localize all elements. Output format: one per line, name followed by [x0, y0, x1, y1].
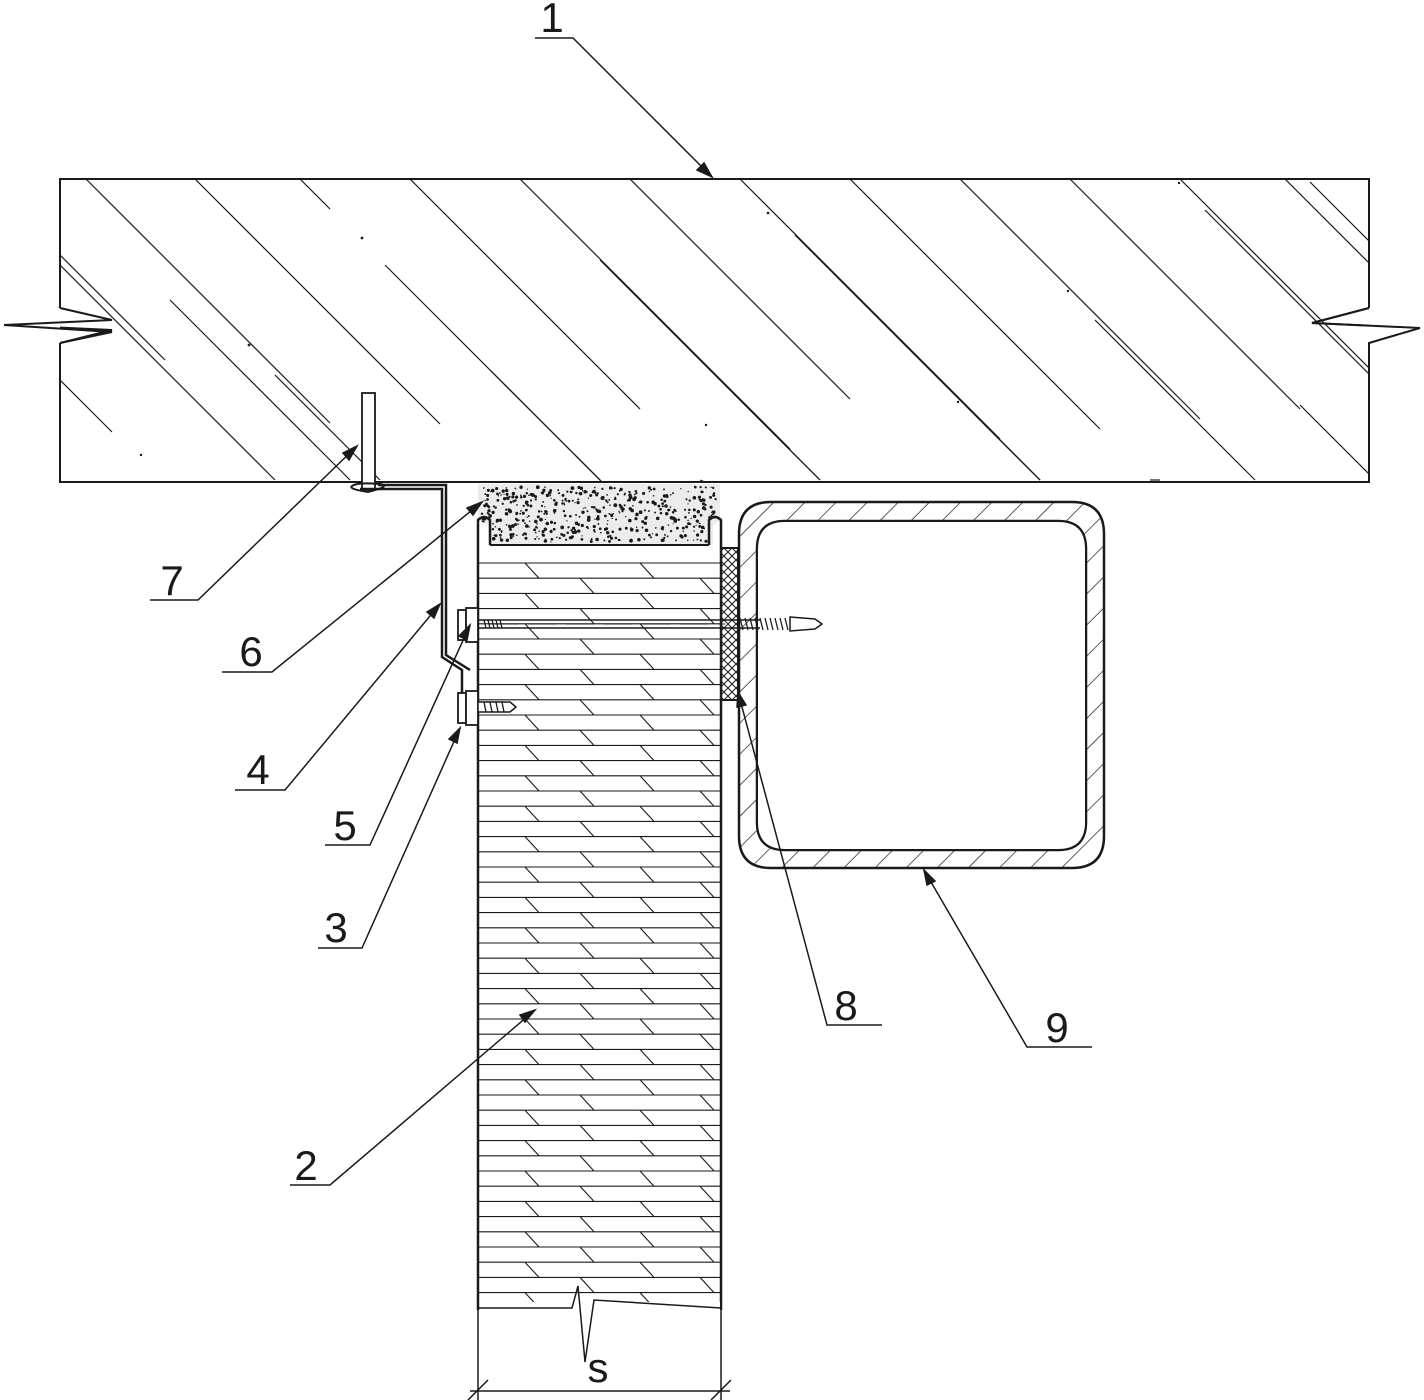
callout-6: 6	[239, 628, 262, 675]
leader-lines	[150, 37, 1092, 1186]
dimension-label: s	[588, 1344, 609, 1391]
callout-8: 8	[834, 982, 857, 1029]
callout-9: 9	[1045, 1004, 1068, 1051]
callout-2: 2	[294, 1142, 317, 1189]
callout-5: 5	[333, 802, 356, 849]
sandwich-panel	[476, 515, 723, 1363]
short-screw	[457, 690, 518, 726]
panel-core-lines	[478, 562, 721, 1309]
callout-1: 1	[540, 0, 563, 41]
callout-4: 4	[246, 746, 269, 793]
concrete-slab	[0, 178, 1424, 483]
sealant-fill	[478, 484, 720, 545]
z-bracket	[360, 483, 476, 720]
anchor-bolt	[350, 392, 385, 493]
long-screw	[457, 607, 824, 643]
slab-hatch	[60, 179, 1369, 482]
callout-3: 3	[324, 904, 347, 951]
steel-tube	[737, 500, 1106, 870]
dimension-s	[467, 1310, 732, 1400]
callout-7: 7	[160, 557, 183, 604]
sealant-speckle	[480, 485, 717, 543]
